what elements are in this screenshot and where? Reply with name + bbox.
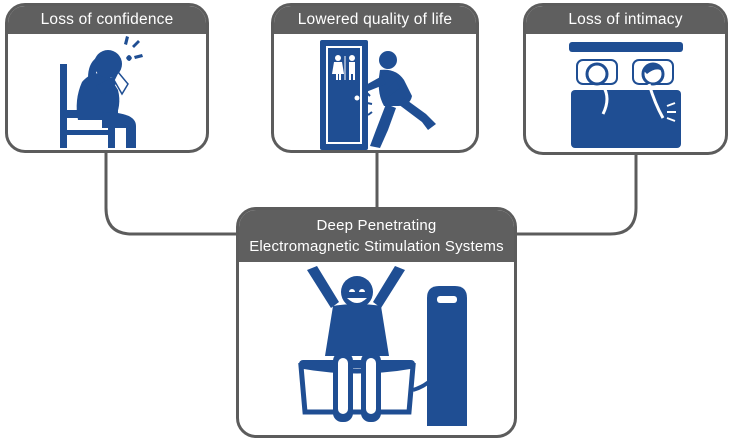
- card-title-line-2: Electromagnetic Stimulation Systems: [249, 238, 504, 255]
- loss-of-intimacy-card: Loss of intimacy: [523, 3, 728, 155]
- card-title: Loss of intimacy: [526, 6, 725, 34]
- card-title: Loss of confidence: [8, 6, 206, 34]
- card-title-line-1: Deep Penetrating: [316, 217, 437, 234]
- lowered-quality-of-life-card: Lowered quality of life: [271, 3, 479, 153]
- crying-woman-chair-icon: [60, 36, 143, 148]
- deep-penetrating-stimulation-card: Deep Penetrating Electromagnetic Stimula…: [236, 207, 517, 438]
- woman-on-stimulation-chair-icon: [297, 266, 467, 426]
- loss-of-confidence-card: Loss of confidence: [5, 3, 209, 153]
- restroom-door-rush-icon: [320, 40, 436, 150]
- couple-in-bed-icon: [568, 42, 683, 148]
- card-title: Lowered quality of life: [274, 6, 476, 34]
- card-title: Deep Penetrating Electromagnetic Stimula…: [239, 210, 514, 262]
